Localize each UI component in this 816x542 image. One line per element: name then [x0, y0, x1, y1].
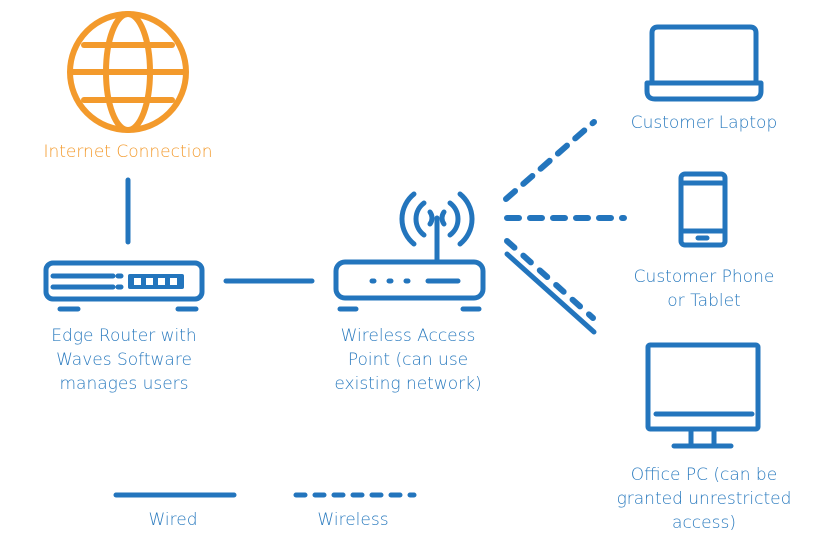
label-line: Wireless Access — [340, 326, 476, 346]
label-line: granted unrestricted — [616, 489, 792, 509]
desktop-monitor-icon — [645, 342, 761, 449]
label-line: Customer Laptop — [630, 113, 778, 133]
office-pc-label: Office PC (can be granted unrestricted a… — [604, 463, 804, 535]
laptop-icon — [644, 24, 764, 102]
edge-router-label: Edge Router with Waves Software manages … — [24, 324, 224, 396]
label-line: manages users — [59, 374, 189, 394]
access-point-label: Wireless Access Point (can use existing … — [308, 324, 508, 396]
wired-link-pc — [504, 251, 597, 335]
label-line: Edge Router with — [51, 326, 197, 346]
router-icon — [43, 260, 205, 312]
label-line: Point (can use — [347, 350, 469, 370]
wireless-access-point-icon — [333, 191, 486, 312]
label-line: access) — [672, 513, 736, 533]
label-line: existing network) — [334, 374, 482, 394]
legend-wired-label: Wired — [113, 508, 233, 532]
legend-wireless-label: Wireless — [293, 508, 413, 532]
customer-laptop-label: Customer Laptop — [604, 111, 804, 135]
label-line: Office PC (can be — [630, 465, 778, 485]
label-line: Wired — [148, 510, 198, 530]
wireless-link-pc — [504, 238, 596, 321]
label-line: or Tablet — [667, 291, 741, 311]
internet-connection-label: Internet Connection — [28, 140, 228, 164]
label-line: Customer Phone — [633, 267, 775, 287]
phone-tablet-icon — [678, 171, 728, 248]
label-line: Waves Software — [56, 350, 192, 370]
label-line: Wireless — [317, 510, 389, 530]
customer-phone-label: Customer Phone or Tablet — [604, 265, 804, 313]
globe-icon — [67, 11, 189, 133]
wireless-link-laptop — [503, 119, 597, 202]
label-line: Internet Connection — [43, 142, 213, 162]
